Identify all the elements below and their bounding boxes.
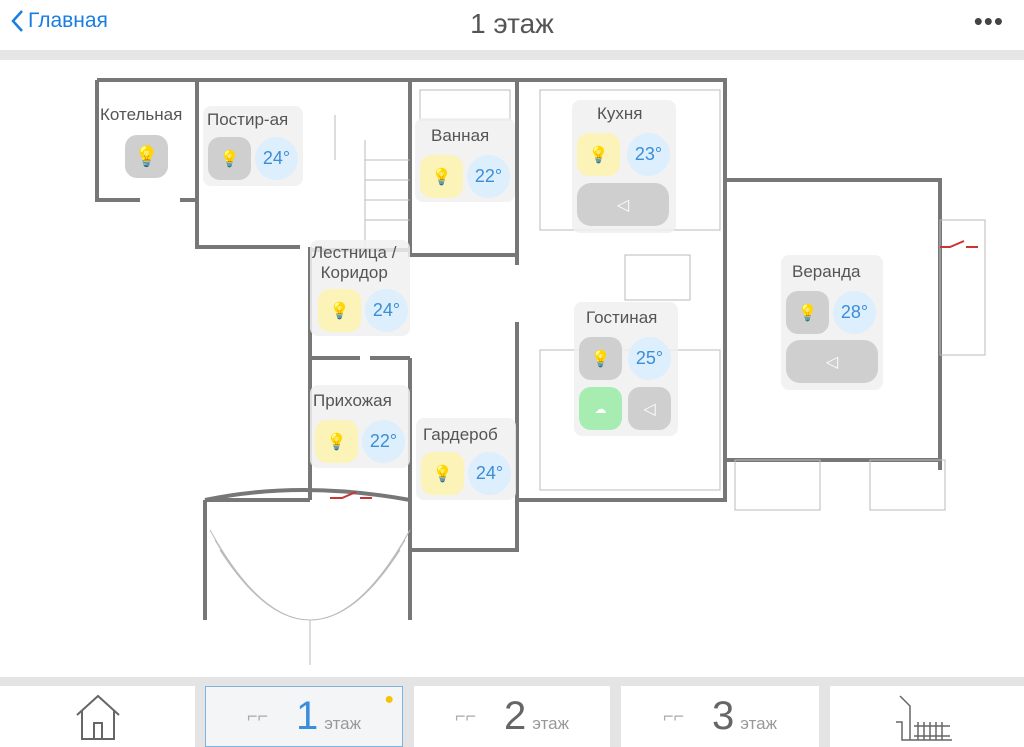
tab-home[interactable] [0,686,195,747]
tab-floor-1[interactable]: ⌐⌐ 1 этаж ● [205,686,403,747]
floor-word: этаж [532,713,569,733]
light-toggle[interactable]: 💡 [208,137,251,180]
more-menu-button[interactable]: ••• [973,6,1004,36]
floor-word: этаж [324,713,361,733]
curtain-button[interactable]: ◁ [786,340,878,383]
curtain-button[interactable]: ◁ [577,183,669,226]
tab-floor-2[interactable]: ⌐⌐ 2 этаж [414,686,610,747]
divider [0,50,1024,60]
co2-sensor-button[interactable]: ☁ [579,387,622,430]
light-toggle[interactable]: 💡 [318,289,361,332]
room-label: Прихожая [313,391,392,410]
yard-fence-icon [896,694,952,741]
room-label: Ванная [431,126,490,145]
light-toggle[interactable]: 💡 [420,155,463,198]
temperature-badge[interactable]: 23° [627,133,670,176]
room-label: Гостиная [586,308,658,327]
house-icon [75,694,120,740]
tab-yard[interactable] [830,686,1024,747]
bulb-off-icon: 💡 [134,146,159,168]
bulb-off-icon: 💡 [797,304,818,322]
tab-floor-3[interactable]: ⌐⌐ 3 этаж [621,686,819,747]
floor-number: 1 [296,694,319,738]
floor-number: 3 [712,694,735,738]
room-label: Гардероб [423,425,498,444]
co2-cloud-icon: ☁ [594,401,607,416]
room-label: Лестница /Коридор [312,243,396,283]
light-toggle[interactable]: 💡 [421,452,464,495]
light-toggle[interactable]: 💡 [125,135,168,178]
room-label: Кухня [597,104,643,123]
bulb-on-icon: 💡 [329,302,350,320]
floor-number: 2 [504,694,527,738]
walls [95,78,942,620]
bulb-on-icon: 💡 [431,168,452,186]
bulb-on-icon: 💡 [326,433,347,451]
top-bar: Главная 1 этаж ••• [0,0,1024,50]
temperature-badge[interactable]: 24° [255,137,298,180]
floor-plan [95,78,986,665]
curtain-icon: ◁ [616,196,630,214]
stairs-icon: ⌐⌐ [454,706,477,726]
bulb-off-icon: 💡 [219,150,240,168]
stairs-icon: ⌐⌐ [662,706,685,726]
curtain-icon: ◁ [825,353,839,371]
curtain-button[interactable]: ◁ [628,387,671,430]
temperature-badge[interactable]: 24° [468,452,511,495]
chevron-left-icon [11,10,23,32]
light-toggle[interactable]: 💡 [315,420,358,463]
light-toggle[interactable]: 💡 [579,337,622,380]
temperature-badge[interactable]: 25° [628,337,671,380]
stairs-icon: ⌐⌐ [246,706,269,726]
temperature-badge[interactable]: 28° [833,291,876,334]
bulb-on-icon: 💡 [432,465,453,483]
temperature-badge[interactable]: 24° [365,289,408,332]
room-label: Постир-ая [207,110,289,129]
page-title: 1 этаж [470,8,554,39]
temperature-badge[interactable]: 22° [362,420,405,463]
back-button[interactable]: Главная [10,9,108,33]
curtain-icon: ◁ [643,400,656,418]
back-label: Главная [28,9,108,32]
bulb-on-icon: 💡 [588,146,609,164]
floor-word: этаж [740,713,777,733]
light-toggle[interactable]: 💡 [786,291,829,334]
room-label: Веранда [792,262,861,281]
room-label-line: Лестница / [312,243,397,262]
bulb-off-icon: 💡 [590,350,611,368]
room-label-line: Коридор [320,263,388,282]
temperature-badge[interactable]: 22° [467,155,510,198]
room-label: Котельная [100,105,183,124]
light-toggle[interactable]: 💡 [577,133,620,176]
light-on-indicator-icon: ● [384,691,394,708]
floor-tab-bar: ⌐⌐ 1 этаж ● ⌐⌐ 2 этаж ⌐⌐ 3 этаж [0,677,1024,747]
